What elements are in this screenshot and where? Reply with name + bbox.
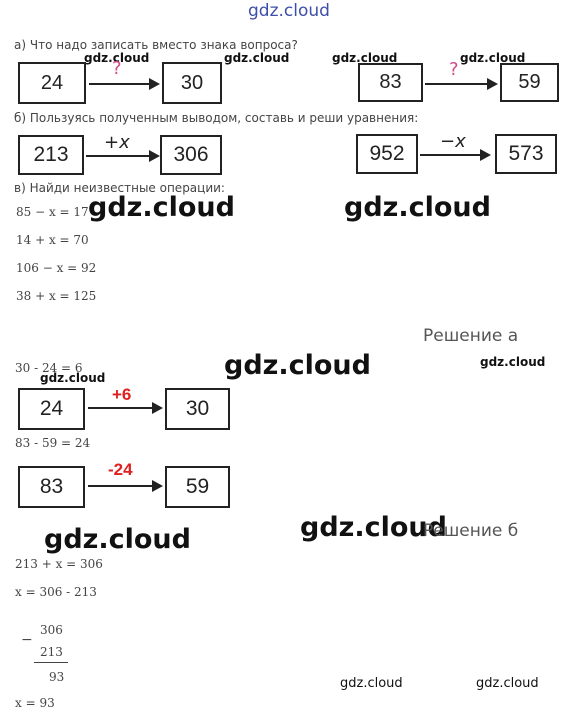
watermark-small: gdz.cloud: [84, 51, 150, 65]
solution-b-heading: Решение б: [423, 521, 519, 541]
watermark-small: gdz.cloud: [476, 676, 539, 691]
part-c-equation: 38 + x = 125: [16, 289, 97, 303]
part-c-equation: 14 + x = 70: [16, 233, 89, 247]
solution-b-equation-2: x = 306 - 213: [15, 585, 97, 599]
column-subtraction-line: [34, 662, 68, 663]
watermark-small: gdz.cloud: [332, 51, 398, 65]
part-c-equation: 106 − x = 92: [16, 261, 97, 275]
watermark-small: gdz.cloud: [40, 371, 106, 385]
watermark-large: gdz.cloud: [224, 350, 371, 381]
watermark-top: gdz.cloud: [248, 1, 330, 21]
column-subtraction-top: 306: [40, 623, 63, 637]
solution-a-diagram-2-op: -24: [108, 460, 133, 479]
part-a-left-to-box: 30: [162, 62, 222, 104]
watermark-large: gdz.cloud: [88, 192, 235, 223]
part-c-question: в) Найди неизвестные операции:: [14, 181, 225, 195]
watermark-small: gdz.cloud: [480, 355, 546, 369]
arrow-icon: [89, 78, 160, 90]
arrow-icon: [425, 78, 498, 90]
column-subtraction-result: 93: [49, 670, 65, 684]
watermark-small: gdz.cloud: [224, 51, 290, 65]
solution-a-diagram-1-to-box: 30: [165, 388, 230, 430]
part-b-question: б) Пользуясь полученным выводом, составь…: [14, 111, 419, 125]
solution-a-diagram-2-to-box: 59: [165, 466, 230, 508]
watermark-small: gdz.cloud: [460, 51, 526, 65]
arrow-icon: [88, 402, 163, 414]
arrow-icon: [88, 480, 163, 492]
part-a-right-op: ?: [449, 59, 459, 80]
part-a-right-to-box: 59: [500, 63, 559, 102]
solution-a-heading: Решение а: [423, 326, 519, 346]
column-subtraction-sign: −: [21, 632, 33, 648]
solution-b-equation-1: 213 + x = 306: [15, 557, 103, 571]
arrow-icon: [420, 149, 491, 161]
column-subtraction-bottom: 213: [40, 645, 63, 659]
solution-a-diagram-1-op: +6: [112, 385, 132, 404]
part-b-right-from-box: 952: [356, 134, 418, 174]
solution-b-answer: x = 93: [15, 696, 55, 710]
part-a-left-from-box: 24: [18, 62, 86, 104]
watermark-large: gdz.cloud: [344, 192, 491, 223]
part-a-left-op: ?: [112, 58, 122, 79]
solution-a-diagram-2-from-box: 83: [18, 466, 85, 508]
part-c-equation: 85 − x = 17: [16, 205, 89, 219]
watermark-large: gdz.cloud: [300, 512, 447, 543]
solution-a-diagram-1-from-box: 24: [18, 388, 85, 430]
part-b-left-from-box: 213: [18, 135, 84, 175]
part-b-right-to-box: 573: [495, 134, 557, 174]
solution-a-equation-2: 83 - 59 = 24: [15, 436, 91, 450]
part-b-left-op: +x: [104, 132, 130, 153]
watermark-small: gdz.cloud: [340, 676, 403, 691]
arrow-icon: [86, 150, 160, 162]
part-b-right-op: −x: [440, 131, 466, 152]
solution-a-equation-1: 30 - 24 = 6: [15, 361, 83, 375]
part-b-left-to-box: 306: [160, 135, 222, 175]
part-a-right-from-box: 83: [358, 63, 423, 102]
watermark-large: gdz.cloud: [44, 524, 191, 555]
part-a-question: а) Что надо записать вместо знака вопрос…: [14, 38, 298, 52]
